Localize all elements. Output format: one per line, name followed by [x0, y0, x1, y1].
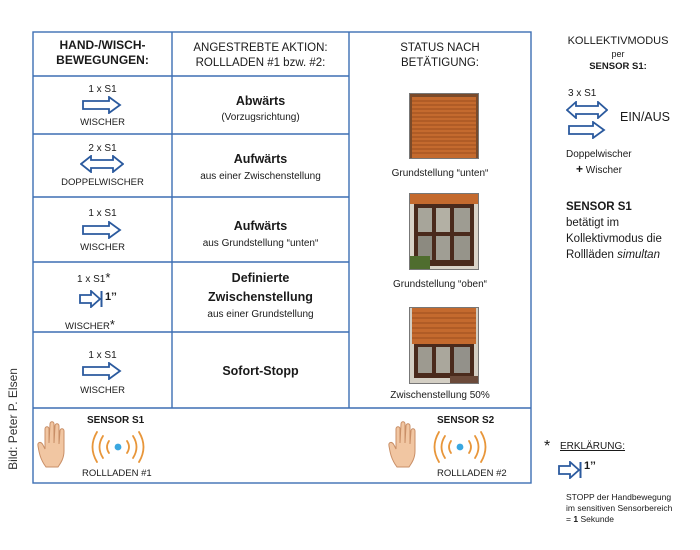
gesture-count: 1 x S1 — [88, 84, 117, 95]
sensor-label: SENSOR S1 — [87, 415, 145, 426]
rollladen-label: ROLLLADEN #1 — [82, 468, 152, 479]
gesture-count: 2 x S1 — [88, 143, 117, 154]
shutter-closed-photo — [409, 93, 479, 159]
gesture-name: WISCHER* — [65, 317, 115, 332]
kollektiv-desc: Doppelwischer — [566, 149, 632, 160]
sensor-wave-icon — [433, 431, 487, 463]
status-caption: Grundstellung “oben“ — [393, 279, 487, 290]
kollektiv-sensor: SENSOR S1: — [589, 61, 647, 72]
arrow-right-icon — [568, 121, 606, 139]
hold-duration: 1’’ — [584, 460, 596, 472]
action-title: Sofort-Stopp — [222, 364, 299, 378]
gesture-count: 1 x S1* — [77, 270, 111, 285]
arrow-right-icon — [82, 221, 122, 239]
erklaerung-title: ERKLÄRUNG: — [560, 441, 626, 452]
image-credit: Bild: Peter P. Elsen — [6, 368, 20, 470]
header-gestures: HAND-/WISCH- BEWEGUNGEN: — [56, 38, 149, 67]
double-arrow-icon — [566, 101, 608, 119]
footnote-star: * — [544, 438, 551, 455]
arrow-right-icon — [82, 362, 122, 380]
rollladen-label: ROLLLADEN #2 — [437, 468, 507, 479]
action-title: Aufwärts — [233, 152, 288, 166]
footnote-star: * — [105, 270, 111, 285]
erklaerung-text: STOPP der Handbewegung im sensitiven Sen… — [566, 492, 673, 524]
hand-icon — [388, 421, 416, 468]
gesture-name: WISCHER — [80, 385, 125, 396]
kollektiv-note: SENSOR S1 betätigt im Kollektivmodus die… — [566, 201, 662, 261]
sensor-wave-icon — [91, 431, 145, 463]
action-title: Definierte Zwischenstellung — [208, 271, 313, 304]
action-subtitle: aus einer Grundstellung — [207, 309, 314, 320]
gesture-name: DOPPELWISCHER — [61, 177, 144, 188]
action-subtitle: aus einer Zwischenstellung — [200, 171, 321, 182]
arrow-right-icon — [82, 96, 122, 114]
gesture-count: 1 x S1 — [88, 350, 117, 361]
status-caption: Grundstellung “unten“ — [391, 168, 489, 179]
arrow-stop-icon — [79, 290, 103, 308]
shutter-open-photo — [409, 193, 479, 270]
action-subtitle: aus Grundstellung “unten“ — [202, 238, 319, 249]
footnote-star: * — [109, 317, 115, 332]
double-arrow-icon — [80, 155, 124, 173]
action-subtitle: (Vorzugsrichtung) — [221, 112, 300, 123]
arrow-stop-icon — [558, 461, 582, 479]
shutter-half-photo — [409, 307, 479, 384]
hold-duration: 1’’ — [105, 291, 117, 303]
ein-aus-label: EIN/AUS — [620, 110, 671, 124]
kollektiv-title: KOLLEKTIVMODUS — [567, 35, 669, 47]
gesture-count: 1 x S1 — [88, 208, 117, 219]
kollektiv-desc-2: + Wischer — [576, 162, 622, 176]
kollektiv-gesture: 3 x S1 — [568, 88, 597, 99]
gesture-name: WISCHER — [80, 242, 125, 253]
gesture-name: WISCHER — [80, 117, 125, 128]
kollektiv-per: per — [611, 49, 625, 59]
status-caption: Zwischenstellung 50% — [390, 390, 490, 401]
action-title: Abwärts — [235, 94, 286, 108]
action-title: Aufwärts — [233, 219, 288, 233]
header-action: ANGESTREBTE AKTION: ROLLLADEN #1 bzw. #2… — [193, 42, 328, 69]
hand-icon — [37, 421, 65, 468]
header-status: STATUS NACH BETÄTIGUNG: — [400, 42, 480, 69]
sensor-label: SENSOR S2 — [437, 415, 495, 426]
